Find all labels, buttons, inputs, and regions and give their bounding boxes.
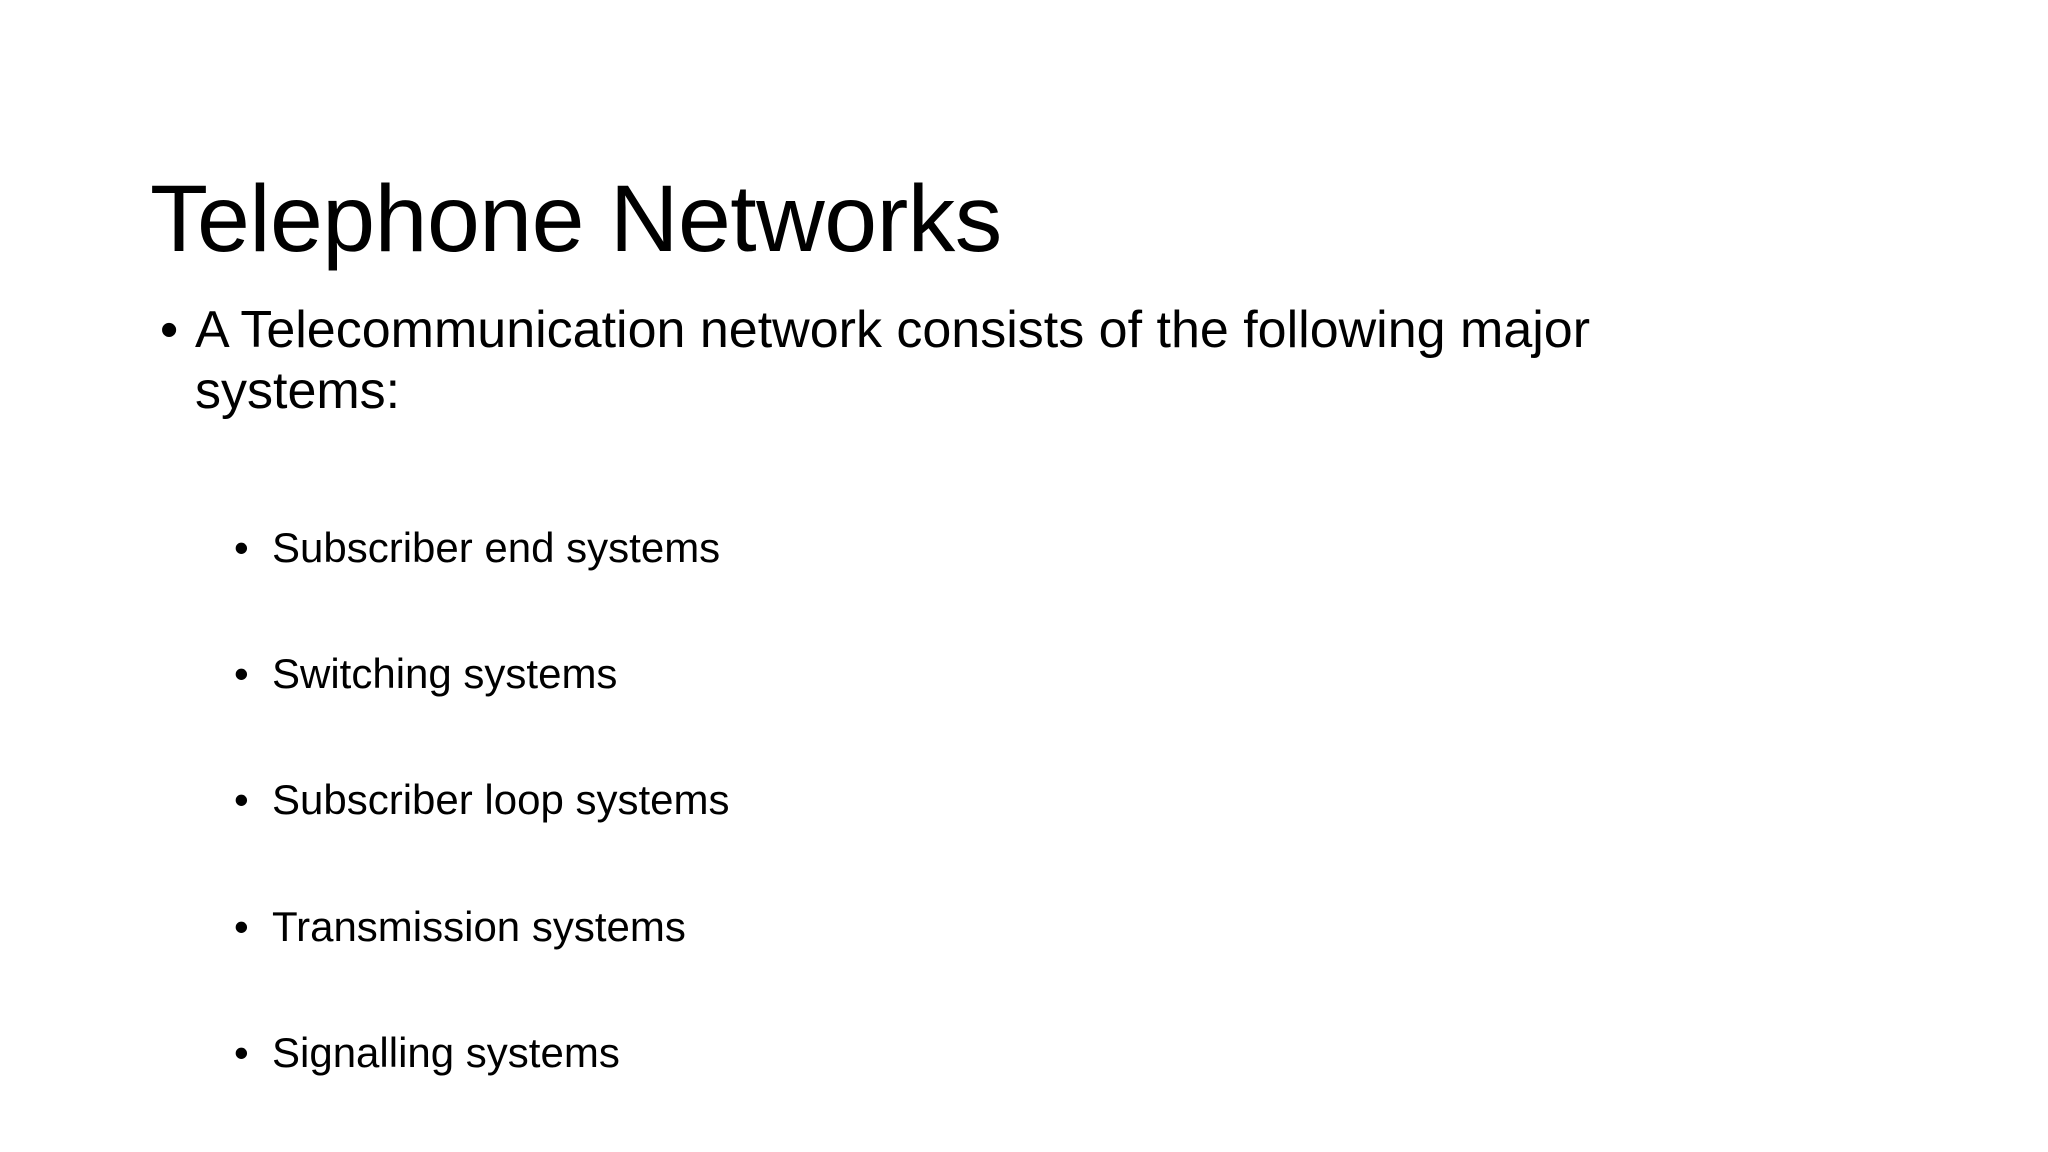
page-title: Telephone Networks: [150, 165, 1002, 272]
list-item: • Signalling systems: [232, 1029, 1992, 1077]
bullet-point-icon: •: [234, 649, 249, 697]
list-item: • Subscriber loop systems: [232, 776, 1992, 824]
list-item: • Transmission systems: [232, 903, 1992, 951]
slide-body: • A Telecommunication network consists o…: [150, 300, 1910, 1076]
bullet-point-icon: •: [234, 776, 249, 824]
bullet-level1-label: A Telecommunication network consists of …: [195, 301, 1591, 420]
sub-bullet-label-subscriber-end-systems: Subscriber end systems: [272, 523, 721, 571]
bullet-point-icon: •: [160, 301, 179, 359]
list-item: • Subscriber end systems: [232, 524, 1992, 572]
sub-bullet-label-subscriber-loop-systems: Subscriber loop systems: [272, 776, 730, 824]
sub-bullet-list: • Subscriber end systems • Switching sys…: [232, 524, 1992, 1077]
list-item: • Switching systems: [232, 650, 1992, 698]
sub-bullet-label-signalling-systems: Signalling systems: [272, 1028, 620, 1076]
sub-bullet-label-switching-systems: Switching systems: [272, 649, 618, 697]
bullet-point-icon: •: [234, 1028, 249, 1076]
sub-bullet-label-transmission-systems: Transmission systems: [272, 902, 686, 950]
bullet-level1: • A Telecommunication network consists o…: [150, 300, 1710, 422]
bullet-point-icon: •: [234, 902, 249, 950]
bullet-point-icon: •: [234, 523, 249, 571]
